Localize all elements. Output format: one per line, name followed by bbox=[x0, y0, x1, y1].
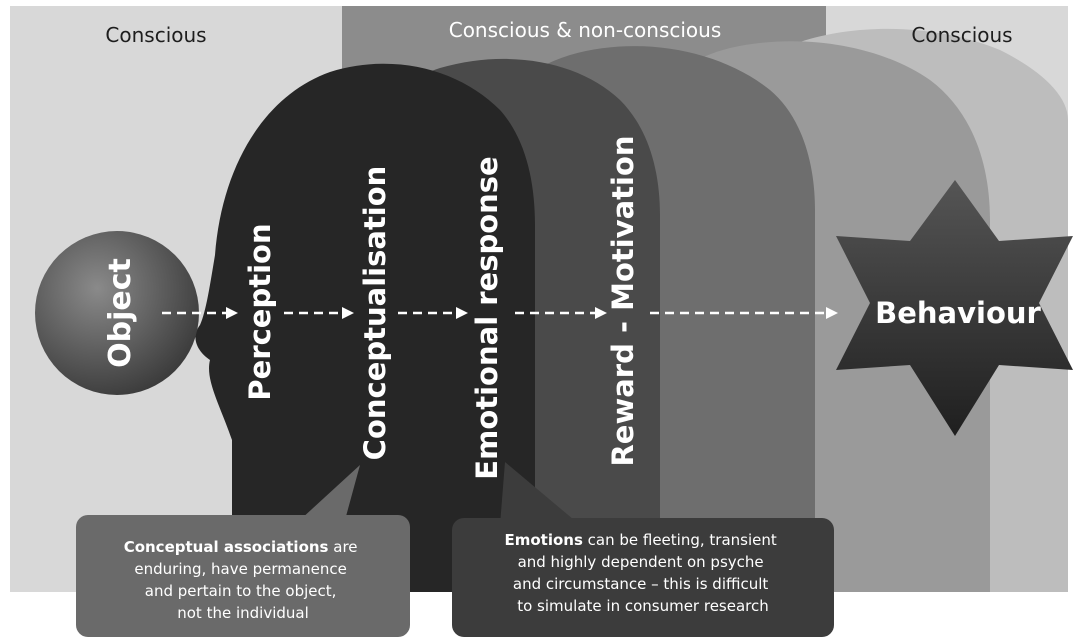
callout-right-text: Emotions can be fleeting, transient and … bbox=[504, 531, 781, 615]
callout-right-line4: to simulate in consumer research bbox=[517, 597, 769, 615]
arrow-head-5 bbox=[826, 307, 838, 319]
callout-left-text: Conceptual associations are enduring, ha… bbox=[124, 538, 363, 622]
callout-left-box bbox=[76, 515, 410, 637]
callout-right-bold: Emotions bbox=[504, 531, 582, 549]
callout-right-line3: and circumstance – this is difficult bbox=[513, 575, 769, 593]
stage-label-perception: Perception bbox=[243, 223, 277, 400]
zone-label-middle: Conscious & non-conscious bbox=[449, 18, 722, 42]
callout-right-line1-rest: can be fleeting, transient bbox=[583, 531, 777, 549]
callout-right-pointer bbox=[500, 462, 580, 525]
head-perception bbox=[195, 63, 535, 592]
callout-right-line2: and highly dependent on psyche bbox=[518, 553, 764, 571]
object-circle bbox=[35, 231, 199, 395]
zone-label-right: Conscious bbox=[911, 23, 1012, 47]
behaviour-label: Behaviour bbox=[875, 296, 1041, 330]
callout-left-pointer bbox=[300, 465, 360, 520]
stage-label-conceptualisation: Conceptualisation bbox=[358, 166, 392, 461]
behaviour-star bbox=[836, 180, 1073, 436]
callout-emotions: Emotions can be fleeting, transient and … bbox=[452, 462, 834, 637]
callout-conceptual-associations: Conceptual associations are enduring, ha… bbox=[76, 465, 410, 637]
callout-left-line3: and pertain to the object, bbox=[145, 582, 337, 600]
arrow-head-3 bbox=[456, 307, 468, 319]
callout-left-bold: Conceptual associations bbox=[124, 538, 329, 556]
callout-left-line4: not the individual bbox=[177, 604, 309, 622]
callout-right-box bbox=[452, 518, 834, 637]
arrow-heads bbox=[226, 307, 838, 319]
arrow-head-4 bbox=[595, 307, 607, 319]
callout-left-line2: enduring, have permanence bbox=[134, 560, 346, 578]
zone-label-left: Conscious bbox=[105, 23, 206, 47]
object-label: Object bbox=[103, 258, 138, 368]
stage-label-reward-motivation: Reward - Motivation bbox=[606, 135, 640, 466]
stage-label-emotional-response: Emotional response bbox=[470, 156, 504, 479]
arrow-head-2 bbox=[342, 307, 354, 319]
arrow-head-1 bbox=[226, 307, 238, 319]
callout-left-line1-rest: are bbox=[328, 538, 357, 556]
